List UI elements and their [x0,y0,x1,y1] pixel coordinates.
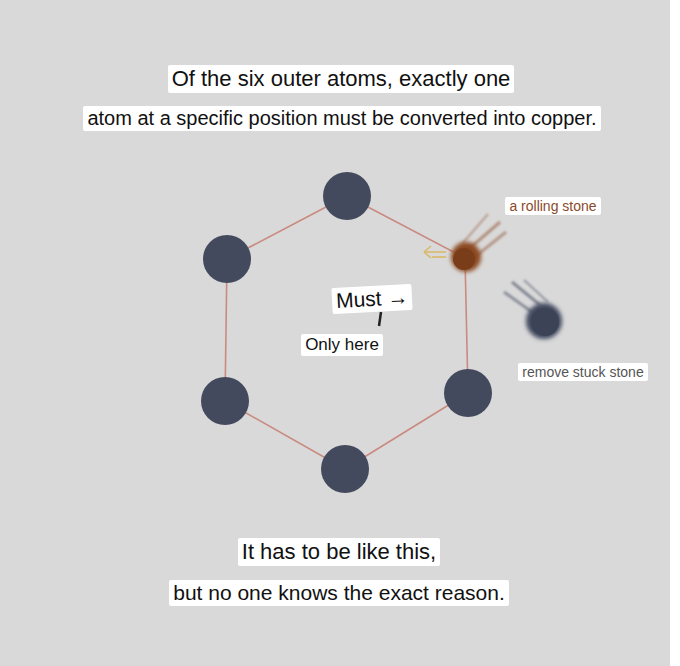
atom [323,172,371,220]
copper-stone [451,214,506,272]
caption-line: but no one knows the exact reason. [169,580,509,606]
stone-label: a rolling stone [505,197,600,215]
callout-label: Only here [301,334,383,356]
motion-arrow [424,246,446,258]
callout-label: Must → [331,284,413,314]
heading-line: atom at a specific position must be conv… [83,106,600,131]
stuck-stone [504,280,562,339]
hexagon-bonds [225,196,468,469]
stone-label: remove stuck stone [518,363,647,381]
edge-band [670,0,680,666]
pointer-mark [379,312,381,326]
atom [201,377,249,425]
atom [444,369,492,417]
caption-line: It has to be like this, [238,538,440,565]
atom [321,445,369,493]
heading-line: Of the six outer atoms, exactly one [168,65,515,92]
atom [203,235,251,283]
